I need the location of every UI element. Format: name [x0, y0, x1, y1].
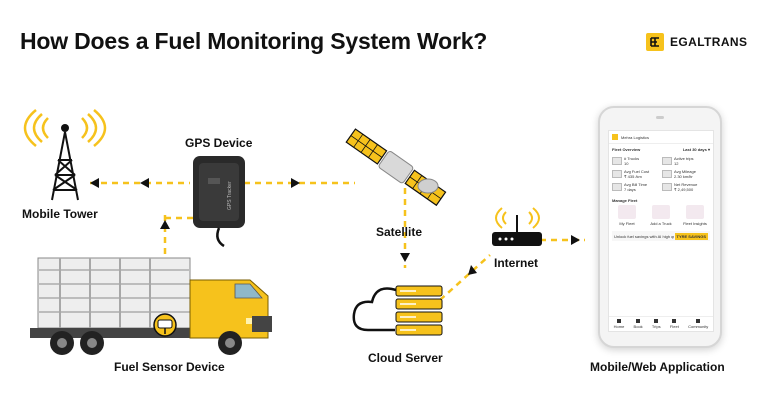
nav-community[interactable]: Community: [688, 319, 708, 329]
arrow-right-app: [571, 235, 580, 245]
mobile-tower-icon: [23, 109, 107, 201]
revenue-stat-icon: [662, 182, 672, 191]
fleet-insights-button[interactable]: Fleet Insights: [680, 205, 710, 226]
nav-home[interactable]: Home: [613, 319, 625, 329]
mileage-stat-icon: [662, 169, 672, 178]
arrow-right-satellite: [291, 178, 300, 188]
nav-label: Book: [633, 324, 643, 329]
manage-header: Manage Fleet: [609, 195, 713, 203]
fleet-actions: My Fleet Add a Truck Fleet Insights: [609, 203, 713, 228]
gps-device-caption: GPS Tracker: [227, 181, 233, 210]
stat-value: 7 days: [624, 186, 636, 192]
overview-header: Fleet Overview Last 30 days ▾: [609, 144, 713, 152]
app-screen: Mehra Logistics Fleet Overview Last 30 d…: [608, 130, 714, 332]
app-header-title: Mehra Logistics: [621, 134, 650, 140]
fuel-sensor-label: Fuel Sensor Device: [114, 360, 225, 374]
nav-label: Trips: [651, 324, 661, 329]
app-logo-icon: [612, 134, 618, 140]
truck-stat-icon: [612, 156, 622, 165]
stat-label: Active trips: [674, 155, 694, 161]
nav-book[interactable]: Book: [634, 319, 643, 329]
arrow-up-internet: [468, 265, 477, 275]
truck-icon: [30, 257, 272, 355]
community-icon: [696, 319, 701, 323]
arrow-left-tower: [90, 178, 99, 188]
fuel-stat-icon: [612, 169, 622, 178]
stat-label: # Trucks: [624, 155, 640, 161]
gps-device-icon: GPS Tracker: [193, 156, 245, 248]
stat-value: 10: [624, 160, 629, 166]
stat-label: Avg Fuel Cost: [624, 168, 650, 174]
nav-fleet[interactable]: Fleet: [670, 319, 679, 329]
add-truck-icon: [652, 205, 670, 219]
nav-label: Community: [688, 324, 709, 329]
stat-value: 12: [674, 160, 679, 166]
book-icon: [636, 319, 641, 323]
nav-trips[interactable]: Trips: [652, 319, 661, 329]
brand-name: EGALTRANS: [670, 35, 748, 49]
stat-value: ₹ 2,49,500: [674, 186, 694, 192]
trips-icon: [654, 319, 659, 323]
banner-text: Unlock fuel savings with AI high quality…: [614, 233, 674, 239]
phone-mockup: Mehra Logistics Fleet Overview Last 30 d…: [598, 106, 722, 348]
egaltrans-logo-icon: [646, 33, 664, 51]
period-select[interactable]: Last 30 days ▾: [682, 147, 710, 152]
add-truck-button[interactable]: Add a Truck: [646, 205, 676, 226]
my-fleet-button[interactable]: My Fleet: [612, 205, 642, 226]
arrow-down-cloud: [400, 253, 410, 262]
clock-stat-icon: [612, 182, 622, 191]
fleet-action-label: Add a Truck: [650, 221, 672, 226]
fleet-action-label: Fleet Insights: [683, 221, 707, 226]
home-icon: [616, 319, 621, 323]
brand: EGALTRANS: [646, 33, 747, 51]
savings-banner: Unlock fuel savings with AI high quality…: [612, 231, 710, 241]
stat-label: Avg Bill Time: [624, 181, 648, 187]
arrow-up-sensor: [160, 220, 170, 229]
tyre-savings-button[interactable]: TYRE SAVINGS: [674, 232, 708, 240]
mobile-tower-label: Mobile Tower: [22, 207, 98, 221]
phone-camera: [656, 116, 664, 119]
overview-title: Fleet Overview: [612, 147, 641, 152]
arrow-left-mid: [140, 178, 149, 188]
gps-device-label: GPS Device: [185, 136, 253, 150]
fleet-action-label: My Fleet: [619, 221, 635, 226]
fleet-icon: [672, 319, 677, 323]
manage-title: Manage Fleet: [612, 198, 638, 203]
stat-value: 2.30 km/ltr: [674, 173, 693, 179]
fuel-sensor-icon: [153, 313, 177, 337]
internet-label: Internet: [494, 256, 539, 270]
wire-cloud-to-internet: [439, 254, 491, 301]
cloud-server-icon: [352, 285, 443, 336]
nav-label: Fleet: [669, 324, 679, 329]
app-header: Mehra Logistics: [609, 131, 713, 144]
fleet-insights-icon: [686, 205, 704, 219]
page-title: How Does a Fuel Monitoring System Work?: [20, 28, 488, 54]
cloud-server-label: Cloud Server: [368, 351, 443, 365]
router-icon: [492, 207, 542, 246]
trip-stat-icon: [662, 156, 672, 165]
stat-value: ₹ 435 /km: [624, 173, 642, 179]
satellite-label: Satellite: [376, 225, 423, 239]
bottom-nav: Home Book Trips Fleet Community: [609, 316, 713, 331]
satellite-icon: [345, 128, 447, 207]
egaltrans-logo-glyph: [650, 37, 659, 47]
my-fleet-icon: [618, 205, 636, 219]
stat-label: Net Revenue: [674, 181, 698, 187]
app-label: Mobile/Web Application: [590, 360, 725, 374]
stat-label: Avg Mileage: [674, 168, 696, 174]
nav-label: Home: [613, 324, 625, 329]
stat-card[interactable]: Net Revenue₹ 2,49,500: [662, 181, 710, 192]
stat-card[interactable]: Avg Fuel Cost₹ 435 /km: [612, 168, 660, 179]
